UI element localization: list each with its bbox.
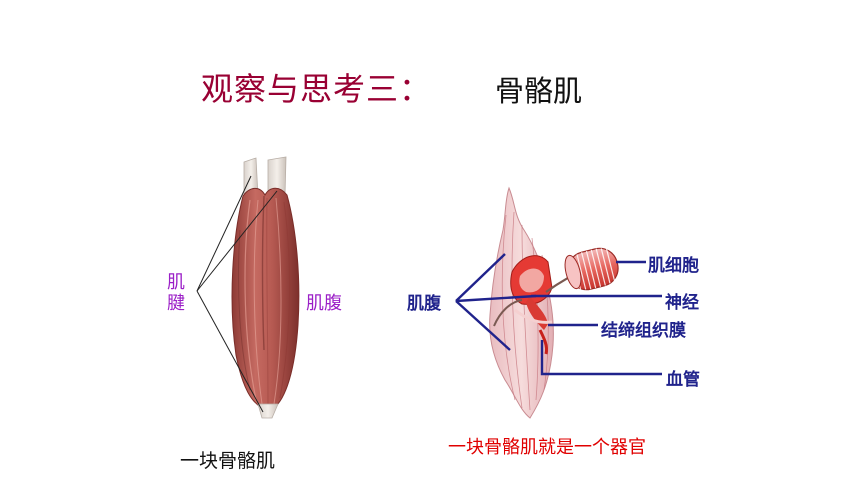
muscle-cell-magnified	[564, 247, 619, 291]
muscle-cell-label: 肌细胞	[648, 256, 699, 276]
organ-pointer-lines	[455, 253, 662, 376]
belly-label: 肌腹	[306, 293, 342, 314]
organ-belly-label: 肌腹	[407, 294, 441, 314]
tendon-label: 肌腱	[167, 272, 185, 314]
lower-tendon	[257, 403, 279, 419]
left-muscle-figure	[196, 156, 300, 419]
tendon-pointer-lines	[196, 175, 278, 413]
vessel-label: 血管	[666, 370, 700, 390]
right-organ-figure	[455, 186, 662, 419]
page-subtitle: 骨骼肌	[495, 74, 583, 108]
muscle-belly	[231, 187, 300, 409]
organ-red-interior	[493, 255, 589, 355]
upper-tendon	[243, 156, 287, 199]
nerve-label: 神经	[665, 293, 699, 313]
fascia-label: 结缔组织膜	[601, 321, 686, 341]
left-caption: 一块骨骼肌	[180, 450, 276, 472]
right-caption: 一块骨骼肌就是一个器官	[448, 437, 646, 458]
page-title: 观察与思考三：	[201, 70, 433, 108]
